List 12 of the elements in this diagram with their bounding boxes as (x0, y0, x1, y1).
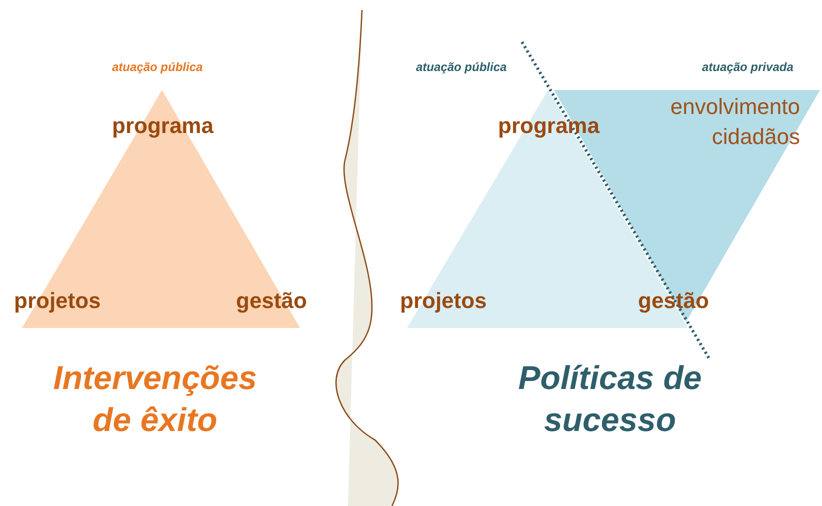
side-label: envolvimento cidadãos (669, 93, 800, 151)
side-label: atuação privada (702, 61, 794, 74)
side-label: atuação pública (416, 61, 507, 74)
corner-label: programa (112, 114, 214, 138)
heading: Intervenções de êxito (52, 358, 258, 440)
corner-label: gestão (638, 289, 709, 314)
corner-label: projetos (14, 289, 101, 314)
side-label: atuação pública (112, 61, 203, 74)
corner-label: programa (498, 114, 600, 138)
corner-label: projetos (400, 289, 487, 314)
corner-label: gestão (236, 289, 307, 314)
heading: Políticas de sucesso (517, 358, 703, 440)
